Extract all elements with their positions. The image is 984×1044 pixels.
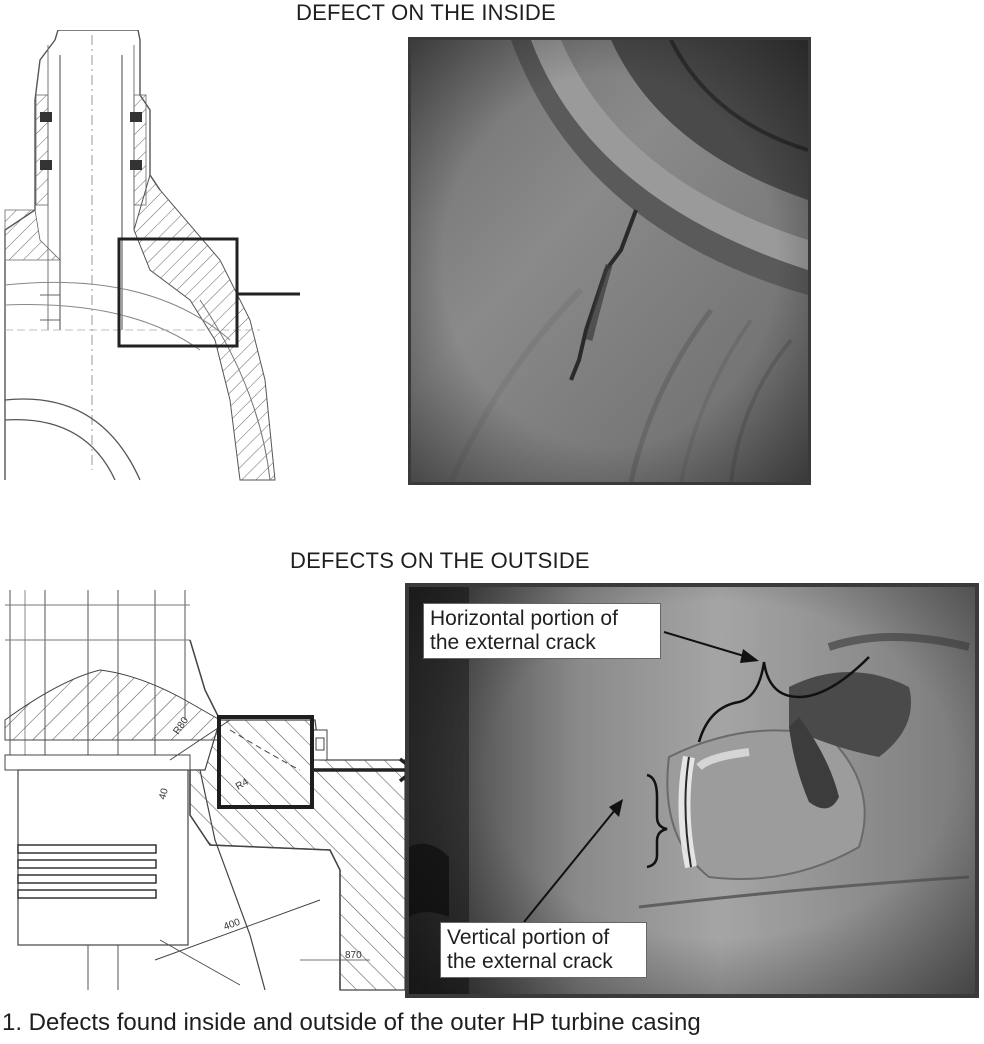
top-heading: DEFECT ON THE INSIDE <box>296 0 556 25</box>
inside-technical-drawing <box>0 30 300 485</box>
inside-defect-photo <box>408 37 811 485</box>
horizontal-crack-label-line-1: Horizontal portion of <box>430 607 618 630</box>
vertical-crack-label: Vertical portion of the external crack <box>440 922 647 978</box>
figure-caption: 1. Defects found inside and outside of t… <box>2 1009 701 1036</box>
outside-technical-drawing: R80 R4 40 400 870 <box>0 585 405 995</box>
dim-label-870: 870 <box>345 950 362 961</box>
dim-label-40: 40 <box>157 787 171 801</box>
dim-label-400: 400 <box>222 917 242 933</box>
vertical-crack-label-line-1: Vertical portion of <box>447 926 610 949</box>
vertical-crack-label-line-2: the external crack <box>447 950 613 973</box>
bottom-heading: DEFECTS ON THE OUTSIDE <box>290 548 590 573</box>
horizontal-crack-label-line-2: the external crack <box>430 631 596 654</box>
horizontal-crack-label: Horizontal portion of the external crack <box>423 603 661 659</box>
outside-defect-photo: Horizontal portion of the external crack… <box>405 583 979 998</box>
outside-highlight-box <box>217 715 314 809</box>
